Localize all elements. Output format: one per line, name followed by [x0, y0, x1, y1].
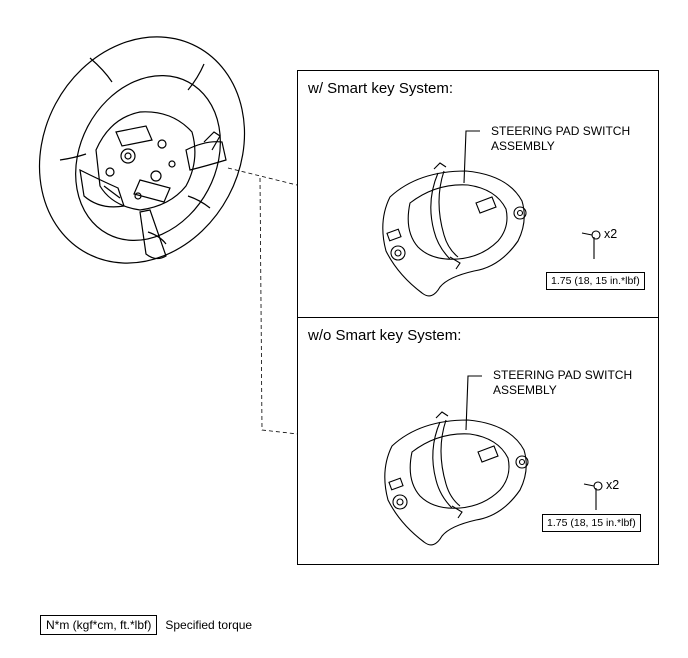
panel-title: w/o Smart key System: — [308, 327, 462, 344]
panel-with-smart-key: w/ Smart key System: STEERING PAD SWITCH… — [297, 70, 659, 318]
torque-spec: 1.75 (18, 15 in.*lbf) — [542, 514, 641, 532]
screw-quantity: x2 — [604, 227, 618, 241]
screw-quantity: x2 — [606, 478, 620, 492]
legend: N*m (kgf*cm, ft.*lbf) Specified torque — [40, 614, 252, 636]
panel-title: w/ Smart key System: — [308, 80, 454, 97]
torque-spec: 1.75 (18, 15 in.*lbf) — [546, 272, 645, 290]
steering-pad-switch-illustration — [382, 130, 601, 297]
part-label-steering-pad-switch: STEERING PAD SWITCH ASSEMBLY — [491, 124, 631, 153]
part-label-steering-pad-switch: STEERING PAD SWITCH ASSEMBLY — [493, 368, 633, 397]
steering-pad-switch-illustration — [384, 375, 603, 546]
panel-without-smart-key: w/o Smart key System: STEERING PAD SWITC… — [297, 318, 659, 565]
legend-description: Specified torque — [165, 618, 253, 632]
legend-torque-unit: N*m (kgf*cm, ft.*lbf) — [40, 615, 158, 635]
